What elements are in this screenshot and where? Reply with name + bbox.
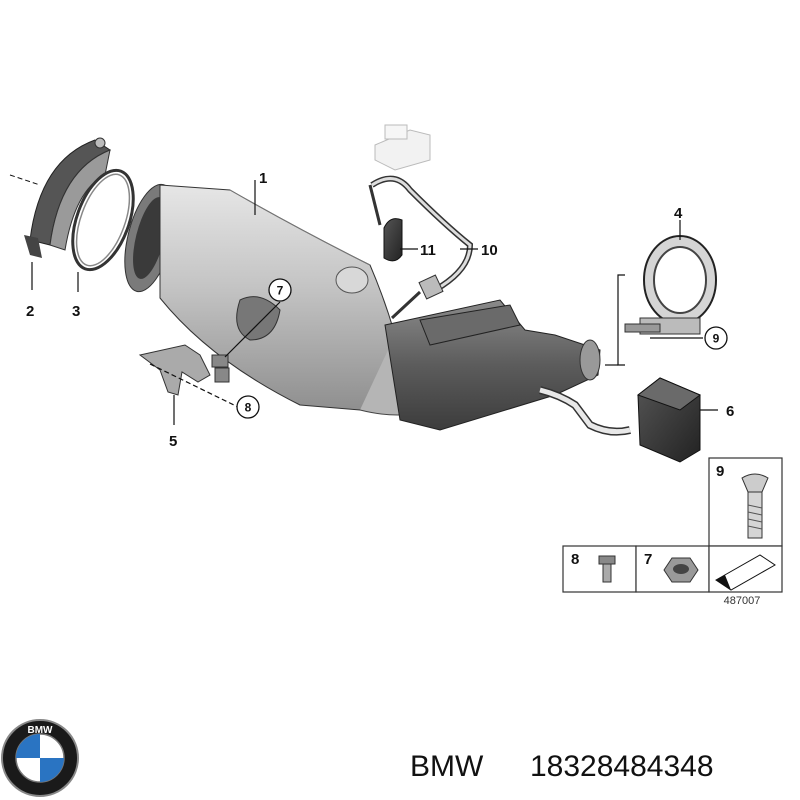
brand-name: BMW bbox=[410, 750, 484, 783]
seal-ring-part bbox=[71, 168, 135, 272]
bracket-part bbox=[138, 344, 230, 396]
pressure-sensor bbox=[374, 124, 431, 171]
v-band-clamp-part bbox=[624, 235, 717, 335]
callout-2: 2 bbox=[26, 303, 34, 320]
leader-lines bbox=[31, 180, 718, 425]
callout-7-circle: 7 bbox=[268, 278, 292, 302]
pipe-hose-part bbox=[368, 184, 403, 262]
clamp-flange-part bbox=[9, 137, 112, 258]
pressure-pipe-part bbox=[370, 175, 474, 320]
inset-label-7: 7 bbox=[644, 551, 652, 568]
catalyst-section bbox=[384, 299, 631, 436]
diagram-code: 487007 bbox=[724, 595, 761, 607]
inset-cell-8 bbox=[562, 545, 637, 593]
callout-9-circle: 9 bbox=[704, 326, 728, 350]
callout-9: 9 bbox=[713, 332, 720, 346]
callout-3: 3 bbox=[72, 303, 80, 320]
callout-8: 8 bbox=[245, 401, 252, 415]
arrow-symbol-icon bbox=[715, 554, 776, 591]
callout-5: 5 bbox=[169, 433, 177, 450]
callout-10: 10 bbox=[481, 242, 498, 259]
bmw-logo: BMW bbox=[1, 719, 79, 797]
svg-text:BMW: BMW bbox=[28, 725, 54, 736]
inset-label-8: 8 bbox=[571, 551, 579, 568]
rubber-mount-part bbox=[636, 377, 701, 463]
callout-4: 4 bbox=[674, 205, 683, 222]
callout-11: 11 bbox=[420, 242, 436, 259]
inset-label-9: 9 bbox=[716, 463, 724, 480]
carriage-bolt-icon bbox=[741, 473, 769, 539]
callout-8-circle: 8 bbox=[236, 395, 260, 419]
hex-nut-icon bbox=[663, 557, 699, 583]
callout-6: 6 bbox=[726, 403, 734, 420]
fastener-inset: 9 8 7 487007 bbox=[562, 457, 783, 607]
callout-1: 1 bbox=[259, 170, 267, 187]
hex-bolt-icon bbox=[598, 555, 616, 583]
callout-7: 7 bbox=[277, 284, 284, 298]
part-number: 18328484348 bbox=[530, 750, 714, 783]
